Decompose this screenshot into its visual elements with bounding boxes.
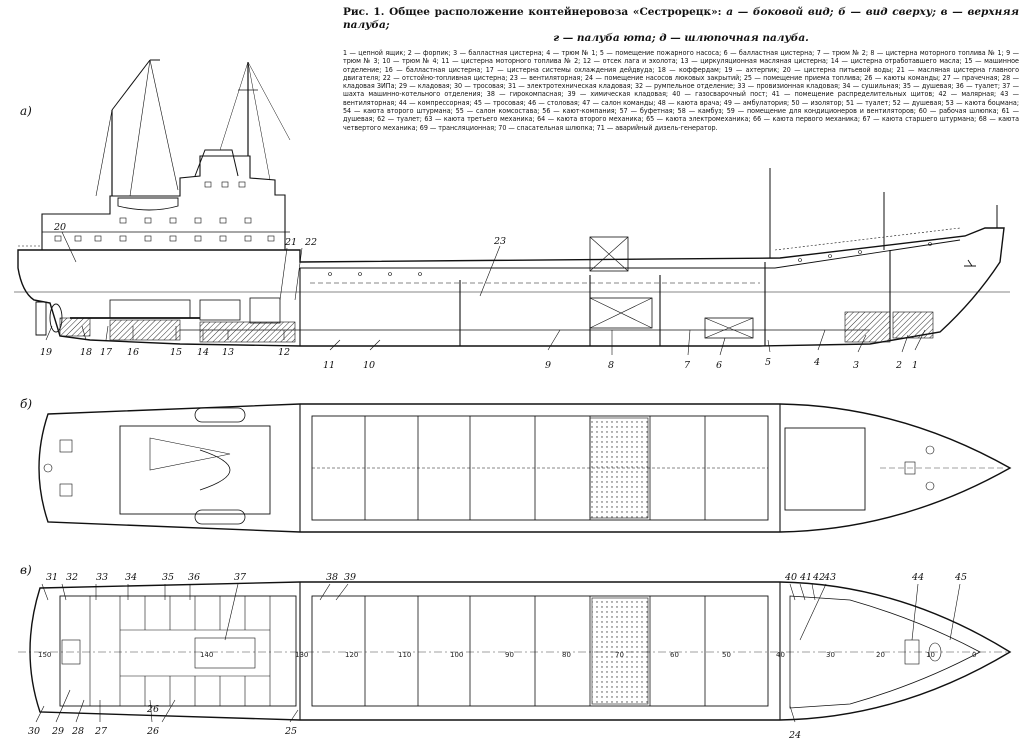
view-label-deck: в)	[20, 563, 32, 577]
label-14: 14	[197, 347, 209, 358]
label-33: 33	[96, 572, 108, 583]
frame-40: 40	[776, 651, 785, 659]
label-25: 25	[284, 726, 297, 737]
deck-view-labels: 24 25 26 26 27 28 29 30 31 32 33 34 35 3…	[28, 572, 967, 741]
label-29: 29	[51, 726, 64, 737]
label-20: 20	[53, 222, 66, 233]
label-10: 10	[363, 360, 375, 371]
deck-view	[18, 581, 1012, 721]
frame-numbers: 150 140 130 120 110 100 90 80 70 60 50 4…	[38, 651, 976, 659]
caption-legend: 1 — цепной ящик; 2 — форпик; 3 — балласт…	[343, 48, 1019, 132]
label-23: 23	[493, 236, 506, 247]
label-39: 39	[344, 572, 356, 583]
view-label-side: а)	[20, 104, 32, 118]
label-13: 13	[222, 347, 234, 358]
label-12: 12	[278, 347, 290, 358]
figure-caption: Рис. 1. Общее расположение контейнеровоз…	[343, 6, 1019, 132]
frame-10: 10	[926, 651, 935, 659]
frame-130: 130	[295, 651, 308, 659]
label-32: 32	[66, 572, 78, 583]
frame-120: 120	[345, 651, 358, 659]
frame-150: 150	[38, 651, 51, 659]
label-4: 4	[813, 357, 820, 368]
label-36: 36	[188, 572, 200, 583]
frame-110: 110	[398, 651, 411, 659]
frame-70: 70	[615, 651, 624, 659]
label-18: 18	[80, 347, 92, 358]
label-44: 44	[911, 572, 924, 583]
label-34: 34	[125, 572, 137, 583]
label-38: 38	[326, 572, 338, 583]
label-6: 6	[716, 360, 722, 371]
frame-50: 50	[722, 651, 731, 659]
label-11: 11	[323, 360, 335, 371]
label-21: 21	[284, 237, 297, 248]
label-3: 3	[853, 360, 859, 371]
figure-title: Общее расположение контейнеровоза «Сестр…	[389, 6, 722, 18]
label-5: 5	[765, 357, 771, 368]
label-40: 40	[784, 572, 797, 583]
top-view	[38, 403, 1012, 533]
caption-title: Рис. 1. Общее расположение контейнеровоз…	[343, 6, 1019, 45]
label-37: 37	[234, 572, 247, 583]
side-view-labels: 1 2 3 4 5 6 7 8 9 10 11 12 13 14 15 16 1…	[40, 222, 918, 371]
label-9: 9	[545, 360, 551, 371]
label-15: 15	[170, 347, 182, 358]
label-22: 22	[304, 237, 317, 248]
label-30: 30	[28, 726, 40, 737]
label-2: 2	[895, 360, 902, 371]
frame-0: 0	[972, 651, 976, 659]
label-27: 27	[94, 726, 108, 737]
deck-leaders	[35, 583, 961, 723]
frame-20: 20	[876, 651, 885, 659]
label-1: 1	[912, 360, 918, 371]
label-16: 16	[127, 347, 139, 358]
label-7: 7	[684, 360, 691, 371]
label-42: 42	[812, 572, 825, 583]
label-8: 8	[608, 360, 614, 371]
label-19: 19	[40, 347, 52, 358]
views-line-1: а — боковой вид; б — вид сверху; в — вер…	[343, 6, 1019, 31]
frame-60: 60	[670, 651, 679, 659]
label-41: 41	[799, 572, 812, 583]
label-24: 24	[788, 730, 801, 741]
label-35: 35	[162, 572, 174, 583]
frame-90: 90	[505, 651, 514, 659]
label-17: 17	[100, 347, 113, 358]
label-26a: 26	[146, 726, 159, 737]
side-leaders	[45, 231, 926, 356]
label-31: 31	[46, 572, 58, 583]
views-line-2: г — палуба юта; д — шлюпочная палуба.	[553, 32, 809, 44]
frame-30: 30	[826, 651, 835, 659]
label-28: 28	[71, 726, 84, 737]
frame-80: 80	[562, 651, 571, 659]
view-label-top: б)	[20, 397, 33, 411]
frame-140: 140	[200, 651, 213, 659]
label-43: 43	[823, 572, 836, 583]
side-view	[14, 59, 1010, 347]
figure-label: Рис. 1.	[343, 6, 385, 18]
label-26b: 26	[146, 704, 159, 715]
label-45: 45	[954, 572, 967, 583]
frame-100: 100	[450, 651, 463, 659]
